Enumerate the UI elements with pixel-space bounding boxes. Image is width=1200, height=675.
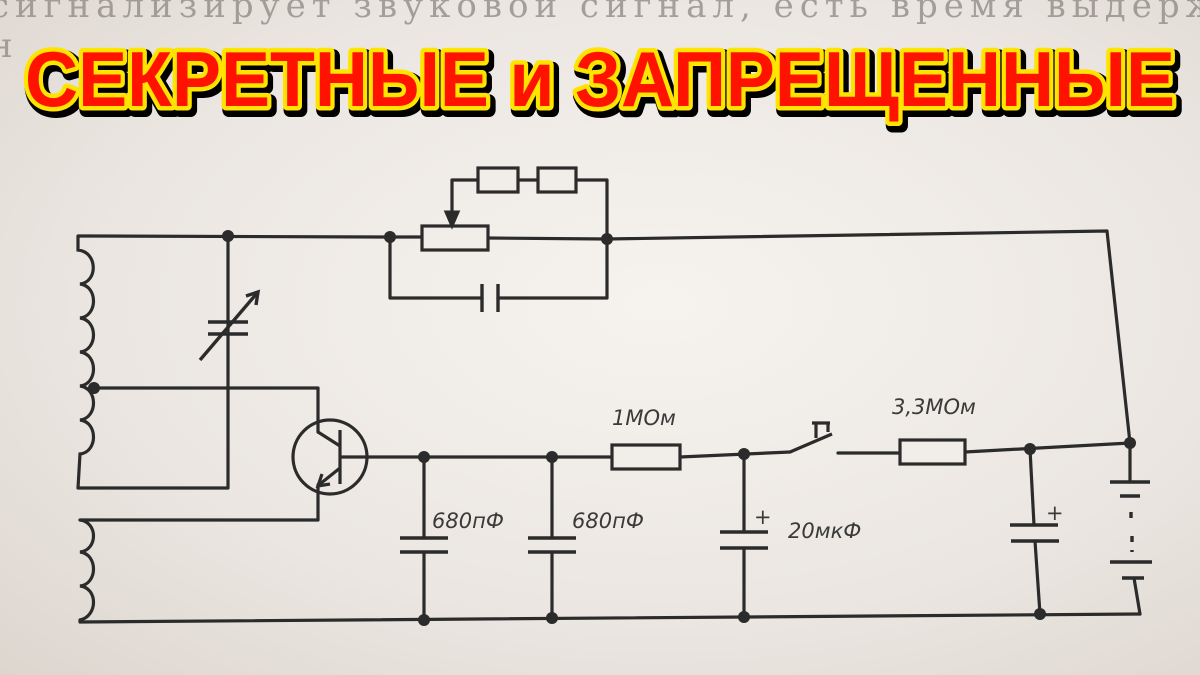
headline-outline: СЕКРЕТНЫЕ и ЗАПРЕЩЕННЫЕ: [25, 35, 1175, 123]
headline-banner: СЕКРЕТНЫЕ и ЗАПРЕЩЕННЫЕ СЕКРЕТНЫЕ и ЗАПР…: [21, 31, 1186, 135]
headline-shadow: СЕКРЕТНЫЕ и ЗАПРЕЩЕННЫЕ: [28, 39, 1178, 127]
label-r-right: 3,3МОм: [892, 395, 976, 419]
label-c-electrolytic: 20мкФ: [788, 519, 861, 543]
top-right-wire: [486, 229, 1132, 445]
top-rail-wire: [88, 234, 392, 239]
trim-resistor-2: [536, 166, 578, 194]
coils: [76, 236, 95, 622]
label-plus-c3: +: [754, 505, 772, 529]
bottom-rail: [78, 612, 1142, 624]
battery-bottom-lead: [1132, 576, 1142, 616]
top-capacitor: [480, 284, 500, 312]
variable-cap-branch: [76, 234, 230, 490]
line-to-switch: [678, 450, 792, 459]
label-c1: 680пФ: [432, 509, 504, 533]
label-plus-c4: +: [1046, 501, 1064, 525]
lower-coil: [79, 518, 95, 622]
background-text-line-1: сигнализирует звуковой сигнал, есть врем…: [0, 0, 1200, 26]
junction-dots: [88, 230, 1136, 626]
resistor-right-wire: [963, 441, 1132, 454]
trim-resistor-1: [476, 166, 520, 194]
label-r-series: 1МОм: [612, 406, 676, 430]
c4-bottom-lead: [1033, 539, 1042, 616]
upper-coil: [76, 236, 95, 489]
transistor: [291, 418, 370, 496]
label-c2: 680пФ: [572, 509, 644, 533]
pot-wiper-arrow: [443, 210, 461, 230]
trimmer-branch-wire: [450, 178, 609, 241]
coil-tap-to-transistor: [88, 386, 320, 434]
bottom-capacitors: [400, 523, 1059, 554]
wires: [76, 178, 1142, 624]
background-printed-text: сигнализирует звуковой сигнал, есть врем…: [0, 0, 1200, 66]
resistor-3-3mohm: [898, 438, 967, 466]
push-switch: [789, 421, 833, 454]
cap-loop-left-wire: [388, 235, 484, 300]
variable-capacitor: [198, 289, 261, 362]
battery: [1110, 480, 1152, 580]
headline-text: СЕКРЕТНЫЕ и ЗАПРЕЩЕННЫЕ: [25, 35, 1175, 123]
background-text-line-2: н: [0, 26, 19, 66]
potentiometer: [420, 224, 490, 252]
cap-loop-right-wire: [496, 237, 609, 300]
resistors: [420, 166, 967, 471]
c4-top-lead: [1028, 447, 1036, 527]
transistor-to-lower-coil: [78, 483, 320, 522]
resistor-1mohm: [610, 443, 682, 471]
